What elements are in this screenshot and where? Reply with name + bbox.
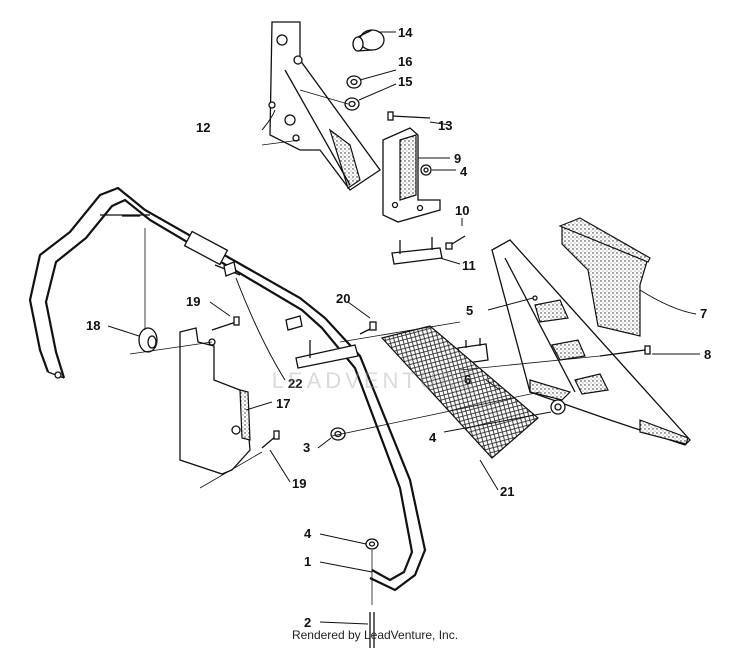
callout-10: 10 [455, 203, 469, 218]
bolt-part-2 [369, 612, 375, 648]
screw-part-19-lower [261, 430, 280, 449]
nut-part-4-middle [550, 399, 566, 415]
callout-8: 8 [704, 347, 711, 362]
bolt-part-20 [359, 321, 377, 335]
callout-14: 14 [398, 25, 413, 40]
callout-6: 6 [464, 372, 471, 387]
screw-part-19-upper [211, 316, 240, 331]
callout-3: 3 [303, 440, 310, 455]
callout-9: 9 [454, 151, 461, 166]
bracket-part-22 [223, 261, 359, 369]
callout-16: 16 [398, 54, 412, 69]
bolt-part-10 [445, 235, 466, 250]
callout-19-upper: 19 [186, 294, 200, 309]
foam-pad-part-7 [558, 217, 651, 337]
callout-18: 18 [86, 318, 100, 333]
callout-11: 11 [462, 258, 476, 273]
callout-17: 17 [276, 396, 290, 411]
callout-13: 13 [438, 118, 452, 133]
callout-2: 2 [304, 615, 311, 630]
callout-20: 20 [336, 291, 350, 306]
footer-credit: Rendered by LeadVenture, Inc. [291, 628, 459, 642]
screw-part-13 [387, 111, 431, 121]
callout-7: 7 [700, 306, 707, 321]
callout-22: 22 [288, 376, 302, 391]
callout-4-lower: 4 [304, 526, 312, 541]
callout-4-middle: 4 [429, 430, 437, 445]
side-panel-part-17 [179, 327, 251, 475]
callout-labels: 14 16 15 12 13 9 4 10 11 7 5 20 19 18 8 … [86, 25, 711, 630]
screw-part-8 [599, 345, 651, 357]
nut-part-4-lower [365, 538, 379, 550]
side-bracket-part-5 [491, 239, 691, 446]
callout-12: 12 [196, 120, 210, 135]
callout-5: 5 [466, 303, 473, 318]
nut-part-4-upper [420, 164, 432, 176]
callout-15: 15 [398, 74, 412, 89]
callout-21: 21 [500, 484, 514, 499]
angle-bracket-part-9 [382, 127, 441, 223]
callout-19-lower: 19 [292, 476, 306, 491]
watermark-text: LEADVENTURE [271, 368, 479, 393]
mounting-plate-part-12 [261, 21, 381, 191]
exploded-view-centerlines [129, 228, 601, 605]
bushing-part-14 [352, 29, 385, 52]
callout-4-upper: 4 [460, 164, 468, 179]
clip-plate-part-11 [391, 237, 443, 265]
grommet-part-18 [138, 327, 158, 353]
washer-part-15 [344, 97, 360, 111]
washer-part-16 [346, 75, 362, 89]
callout-1: 1 [304, 554, 311, 569]
leader-lines [107, 31, 700, 625]
